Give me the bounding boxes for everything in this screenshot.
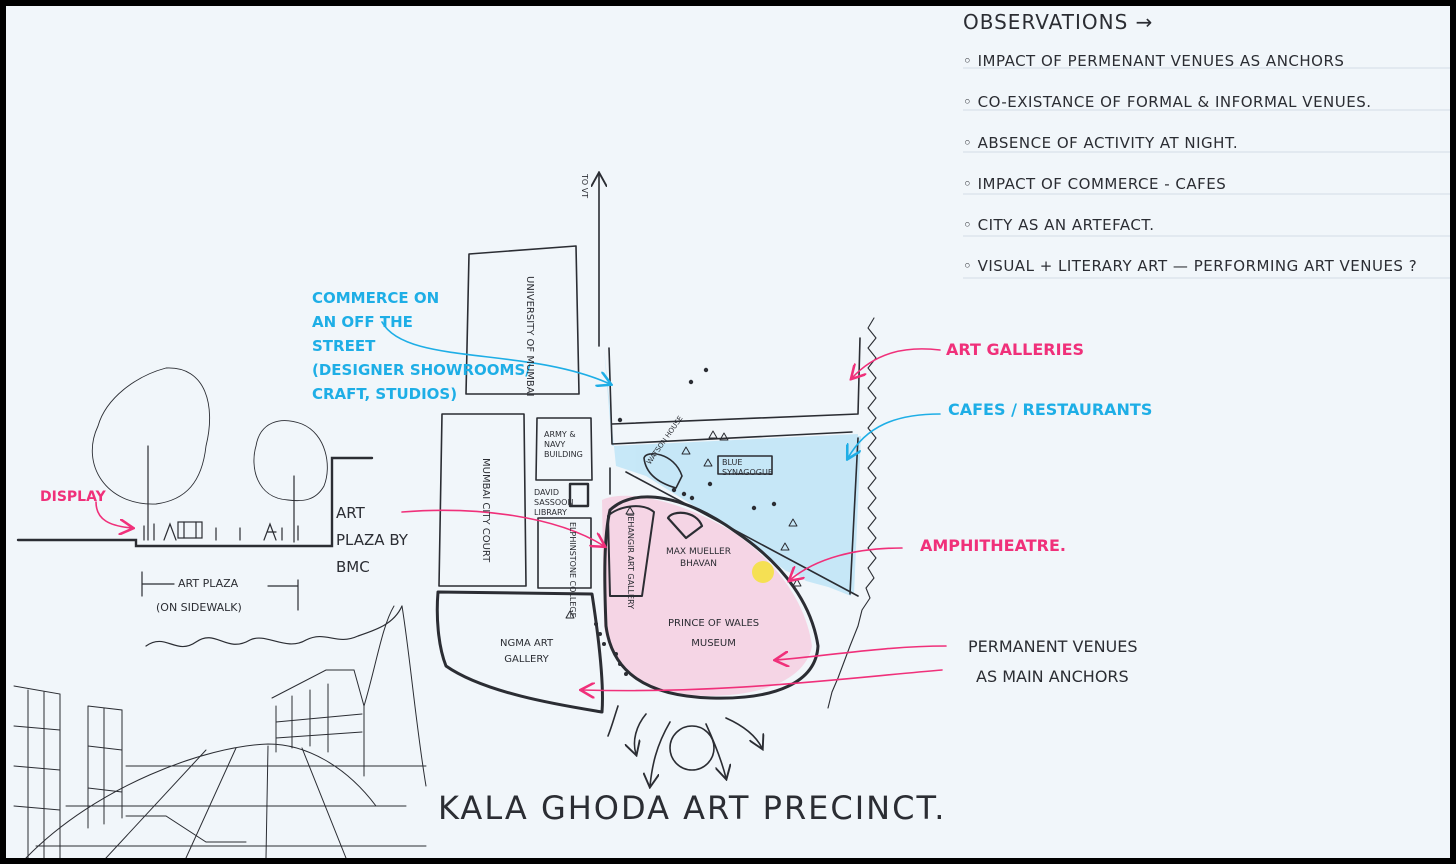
commerce-line: STREET xyxy=(312,337,376,355)
observation-item: ◦ IMPACT OF COMMERCE - CAFES xyxy=(963,175,1227,193)
army-navy-line: BUILDING xyxy=(544,450,583,459)
to-vt-label: TO VT xyxy=(580,174,589,199)
sketch-sheet: OBSERVATIONS → ◦ IMPACT OF PERMENANT VEN… xyxy=(6,6,1450,858)
david-sassoon-label: DAVID SASSOON LIBRARY xyxy=(534,488,573,518)
army-navy-line: ARMY & xyxy=(544,430,576,439)
permanent-venues-line: PERMANENT VENUES xyxy=(968,637,1138,656)
page-title: KALA GHODA ART PRECINCT. xyxy=(438,789,947,827)
notebook-lines xyxy=(963,67,1450,279)
city-court-label: MUMBAI CITY COURT xyxy=(480,458,491,563)
display-label: DISPLAY xyxy=(40,489,106,505)
permanent-venues-label: PERMANENT VENUES AS MAIN ANCHORS xyxy=(968,632,1138,692)
observations-heading: OBSERVATIONS → xyxy=(963,10,1154,34)
amphitheatre-marker xyxy=(752,561,774,583)
army-navy-line: NAVY xyxy=(544,440,566,449)
synagogue-line: SYNAGOGUE xyxy=(722,468,773,477)
david-sassoon-line: SASSOON xyxy=(534,498,574,507)
blue-arrows xyxy=(381,321,941,458)
observation-item: ◦ CO-EXISTANCE OF FORMAL & INFORMAL VENU… xyxy=(963,93,1372,111)
art-plaza-bmc-line: PLAZA BY xyxy=(336,531,408,549)
max-mueller-label: MAX MUELLER BHAVAN xyxy=(666,546,731,570)
synagogue-line: BLUE xyxy=(722,458,743,467)
map-ink xyxy=(435,174,877,786)
jehangir-label: JEHANGIR ART GALLERY xyxy=(626,514,635,609)
army-navy-label: ARMY & NAVY BUILDING xyxy=(544,430,583,460)
map-dots xyxy=(594,367,777,676)
max-mueller-line: BHAVAN xyxy=(679,559,717,569)
ngma-line: GALLERY xyxy=(504,654,549,665)
commerce-line: AN OFF THE xyxy=(312,313,413,331)
art-plaza-label: ART PLAZA xyxy=(178,577,239,590)
commerce-line: (DESIGNER SHOWROOMS/ xyxy=(312,361,531,379)
section-sketch xyxy=(16,367,403,648)
commerce-line: COMMERCE ON xyxy=(312,289,440,307)
permanent-venues-line: AS MAIN ANCHORS xyxy=(976,667,1129,686)
prince-of-wales-line: PRINCE OF WALES xyxy=(668,618,760,629)
cafes-label: CAFES / RESTAURANTS xyxy=(948,400,1153,419)
observation-item: ◦ IMPACT OF PERMENANT VENUES AS ANCHORS xyxy=(963,52,1345,70)
on-sidewalk-label: (ON SIDEWALK) xyxy=(156,601,242,614)
pink-arrows xyxy=(95,348,947,691)
elphinstone-label: ELPHINSTONE COLLEGE xyxy=(568,522,577,618)
ngma-line: NGMA ART xyxy=(500,638,554,649)
synagogue-label: BLUE SYNAGOGUE xyxy=(722,458,773,478)
observation-item: ◦ VISUAL + LITERARY ART — PERFORMING ART… xyxy=(963,257,1418,275)
max-mueller-line: MAX MUELLER xyxy=(666,547,731,557)
commerce-line: CRAFT, STUDIOS) xyxy=(312,385,458,403)
amphitheatre-label: AMPHITHEATRE. xyxy=(920,536,1066,555)
observation-item: ◦ ABSENCE OF ACTIVITY AT NIGHT. xyxy=(963,134,1239,152)
david-sassoon-line: LIBRARY xyxy=(534,508,567,517)
prince-of-wales-line: MUSEUM xyxy=(691,638,736,649)
art-plaza-bmc-line: BMC xyxy=(336,558,370,576)
david-sassoon-line: DAVID xyxy=(534,488,559,497)
ngma-label: NGMA ART GALLERY xyxy=(500,636,553,668)
observation-item: ◦ CITY AS AN ARTEFACT. xyxy=(963,216,1155,234)
sketch-drawing xyxy=(13,67,1450,858)
blue-wash xyxy=(604,348,861,596)
prince-of-wales-label: PRINCE OF WALES MUSEUM xyxy=(668,614,759,654)
art-plaza-bmc-label: ART PLAZA BY BMC xyxy=(336,500,408,581)
commerce-annotation: COMMERCE ON AN OFF THE STREET (DESIGNER … xyxy=(312,286,531,406)
university-label: UNIVERSITY OF MUMBAI xyxy=(524,276,535,397)
pink-wash xyxy=(602,495,812,696)
art-galleries-label: ART GALLERIES xyxy=(946,340,1085,359)
art-plaza-bmc-line: ART xyxy=(336,504,365,522)
perspective-sketch xyxy=(13,605,427,858)
